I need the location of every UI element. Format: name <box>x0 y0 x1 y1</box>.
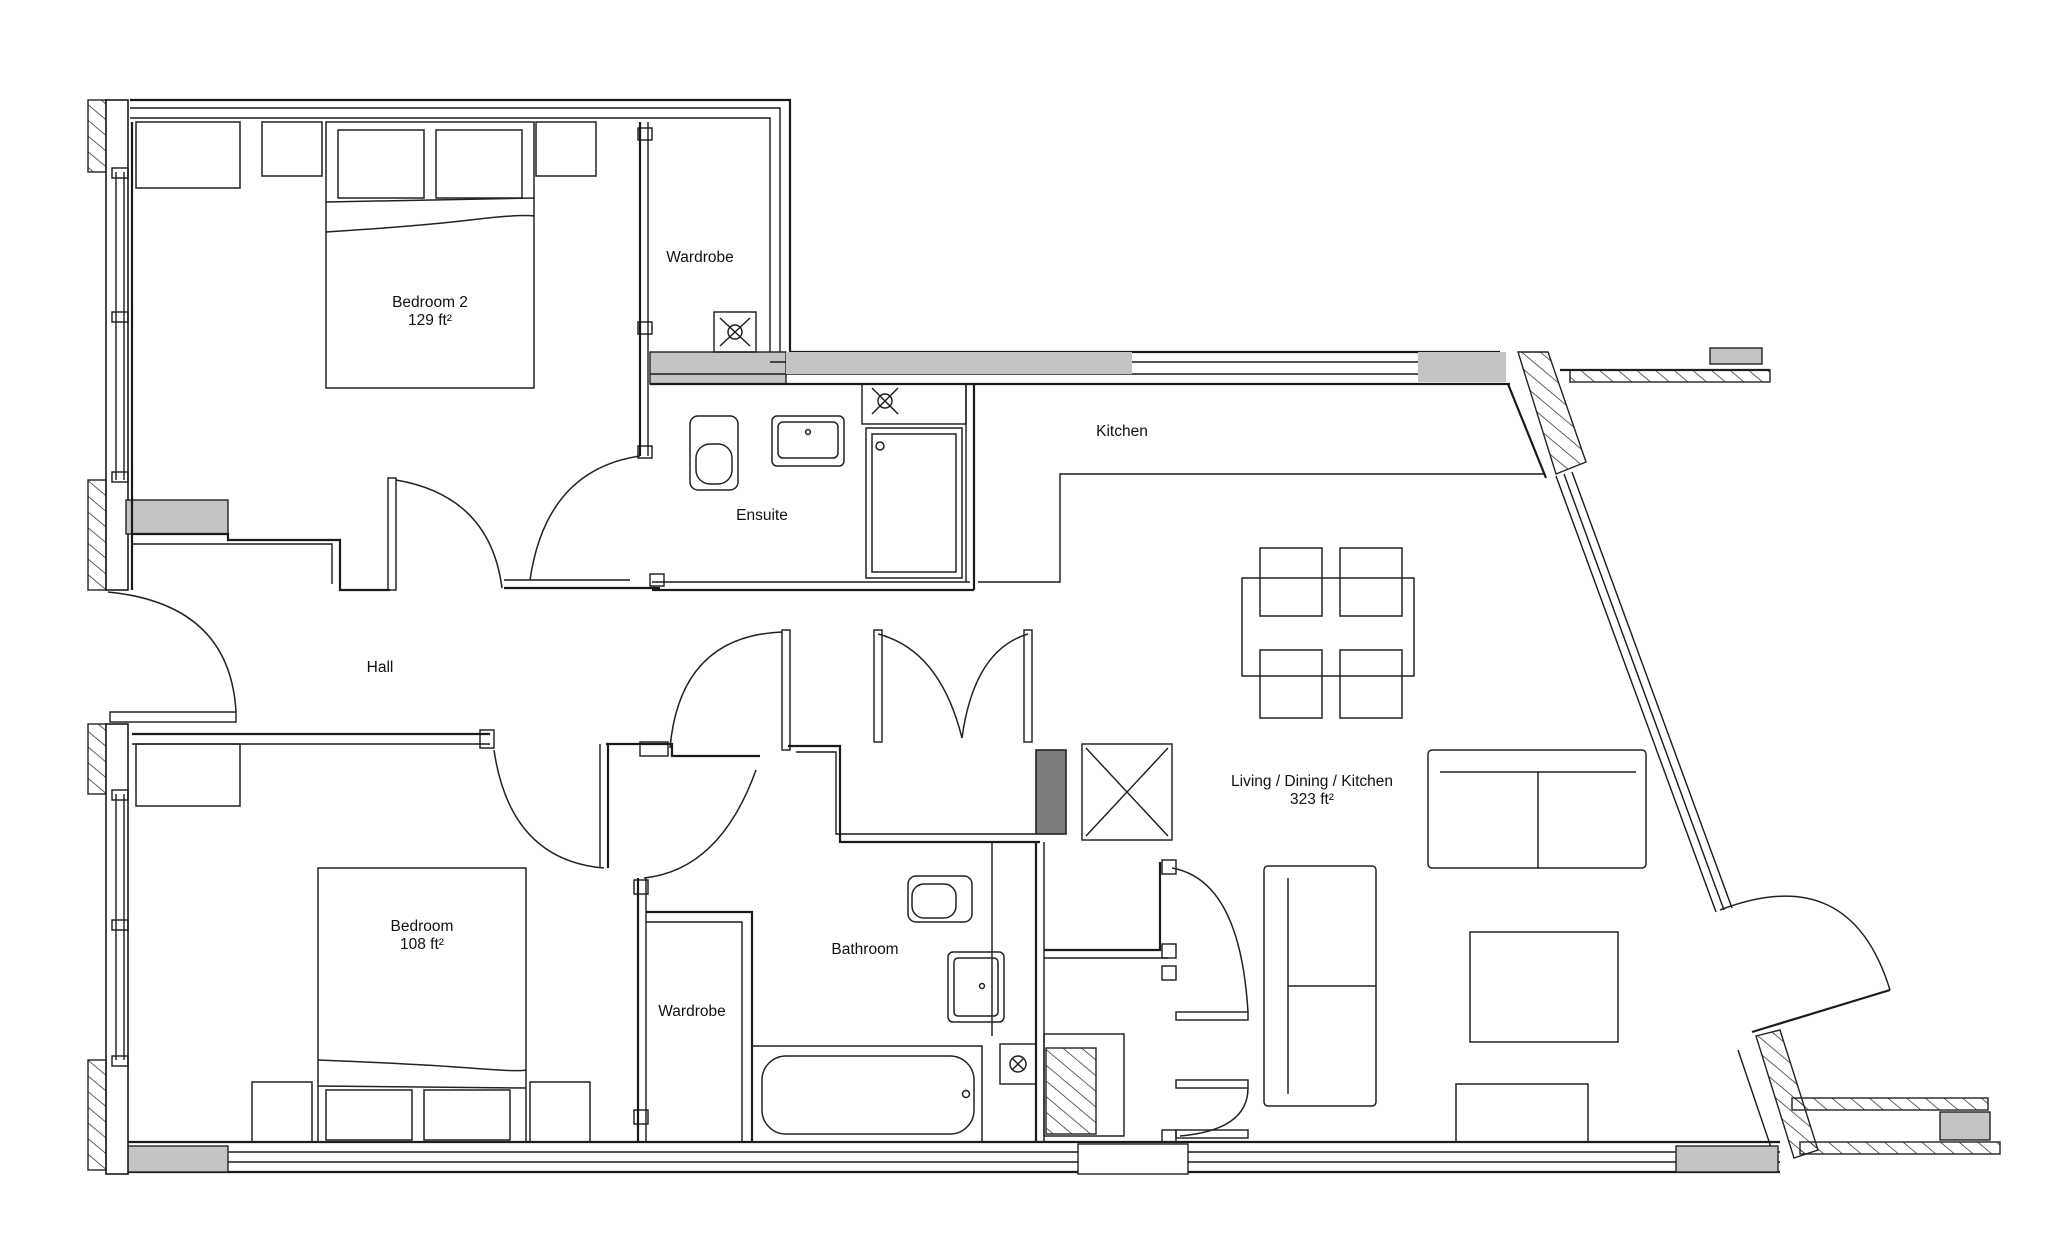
coffee-table <box>1469 931 1619 1043</box>
bathroom-basin <box>947 951 1005 1023</box>
double-bed-1 <box>317 867 527 1143</box>
dining-table <box>1241 577 1415 677</box>
room-area: 129 ft² <box>408 312 452 329</box>
tv-unit <box>1455 1083 1589 1143</box>
balcony-planter-bottom <box>1939 1111 1991 1141</box>
room-label-kitchen: Kitchen <box>1096 423 1148 441</box>
column-top-right <box>1418 352 1506 382</box>
dining-chair-4 <box>1339 649 1403 719</box>
furniture <box>135 121 1647 1143</box>
riser-shaft <box>1035 749 1067 835</box>
room-name: Hall <box>366 659 394 676</box>
pillow-bed1-left <box>325 1089 413 1141</box>
shower-cupboard <box>1081 743 1173 841</box>
column-bottom-left <box>117 1145 229 1173</box>
room-name: Ensuite <box>736 507 788 524</box>
room-name: Wardrobe <box>658 1003 726 1020</box>
pillow-bed2-left <box>337 129 425 199</box>
column-bottom-right <box>1675 1145 1779 1173</box>
bathroom-door-swing <box>643 769 757 879</box>
balcony-door-leaf <box>1751 988 1891 1034</box>
bedside-table-bed2-left <box>261 121 323 177</box>
room-area: 108 ft² <box>400 936 444 953</box>
ensuite-toilet <box>689 415 739 491</box>
room-label-wardrobe-top: Wardrobe <box>666 249 733 267</box>
bathroom-vent-icon <box>1009 1055 1027 1073</box>
cupboard2-door-swing <box>1179 1087 1249 1137</box>
dining-chair-3 <box>1259 649 1323 719</box>
room-label-ensuite: Ensuite <box>736 507 788 525</box>
room-label-living: Living / Dining / Kitchen 323 ft² <box>1231 773 1393 809</box>
sofa-armchair-right <box>1427 749 1647 869</box>
ensuite-vent-icon <box>871 387 899 415</box>
dining-chair-2 <box>1339 547 1403 617</box>
double-bed-2 <box>325 121 535 389</box>
room-label-bedroom: Bedroom 108 ft² <box>391 918 454 954</box>
bedside-table-bed1-left <box>251 1081 313 1143</box>
dining-chair-1 <box>1259 547 1323 617</box>
room-name: Wardrobe <box>666 249 734 266</box>
hall-cupboard-door-swing <box>669 631 783 749</box>
room-name: Bedroom <box>390 918 454 935</box>
dresser-bed1 <box>135 743 241 807</box>
room-name: Bathroom <box>831 941 899 958</box>
column-left-top <box>125 499 229 535</box>
ensuite-door-swing <box>529 455 641 581</box>
diag-wall-hatch-bottom <box>1755 1029 1819 1159</box>
diag-wall-hatch-top <box>1517 351 1587 475</box>
balcony-planter-top <box>1709 347 1763 365</box>
front-door-swing <box>107 591 237 713</box>
left-wall-hatch-mid <box>87 479 107 591</box>
dresser-bed2 <box>135 121 241 189</box>
room-name: Bedroom 2 <box>392 294 468 311</box>
internal-walls <box>107 122 1544 1143</box>
boiler-icon <box>1045 1047 1097 1135</box>
room-name: Living / Dining / Kitchen <box>1231 773 1393 790</box>
bedside-table-bed2-right <box>535 121 597 177</box>
room-label-bathroom: Bathroom <box>831 941 898 959</box>
bedroom2-door-swing <box>395 479 503 589</box>
room-label-bedroom-2: Bedroom 2 129 ft² <box>392 294 468 330</box>
bedside-table-bed1-right <box>529 1081 591 1143</box>
bathroom-toilet <box>907 875 973 923</box>
bedroom-door-swing <box>493 749 605 869</box>
linen-door-swing-right <box>961 633 1029 739</box>
linen-door-swing-left <box>877 633 963 739</box>
front-door-leaf <box>109 711 237 723</box>
boiler-cupboard <box>1043 1033 1125 1137</box>
pillow-bed1-right <box>423 1089 511 1141</box>
column-top-ensuite <box>649 351 787 385</box>
room-area: 323 ft² <box>1290 791 1334 808</box>
cupboard1-door-swing <box>1171 867 1249 1013</box>
beam-top <box>786 352 1132 374</box>
bath-tub <box>751 1045 983 1143</box>
room-label-wardrobe-bottom: Wardrobe <box>658 1003 725 1021</box>
room-label-hall: Hall <box>367 659 394 677</box>
ensuite-basin <box>771 415 845 467</box>
pillow-bed2-right <box>435 129 523 199</box>
room-name: Kitchen <box>1096 423 1148 440</box>
balcony-door-swing <box>1719 895 1891 991</box>
outer-walls <box>87 98 2001 1175</box>
riser-bottom <box>1077 1143 1189 1175</box>
left-wall-hatch-top <box>87 99 107 173</box>
wardrobe-vent-icon <box>719 317 751 347</box>
ensuite-shower-tray <box>865 427 963 579</box>
